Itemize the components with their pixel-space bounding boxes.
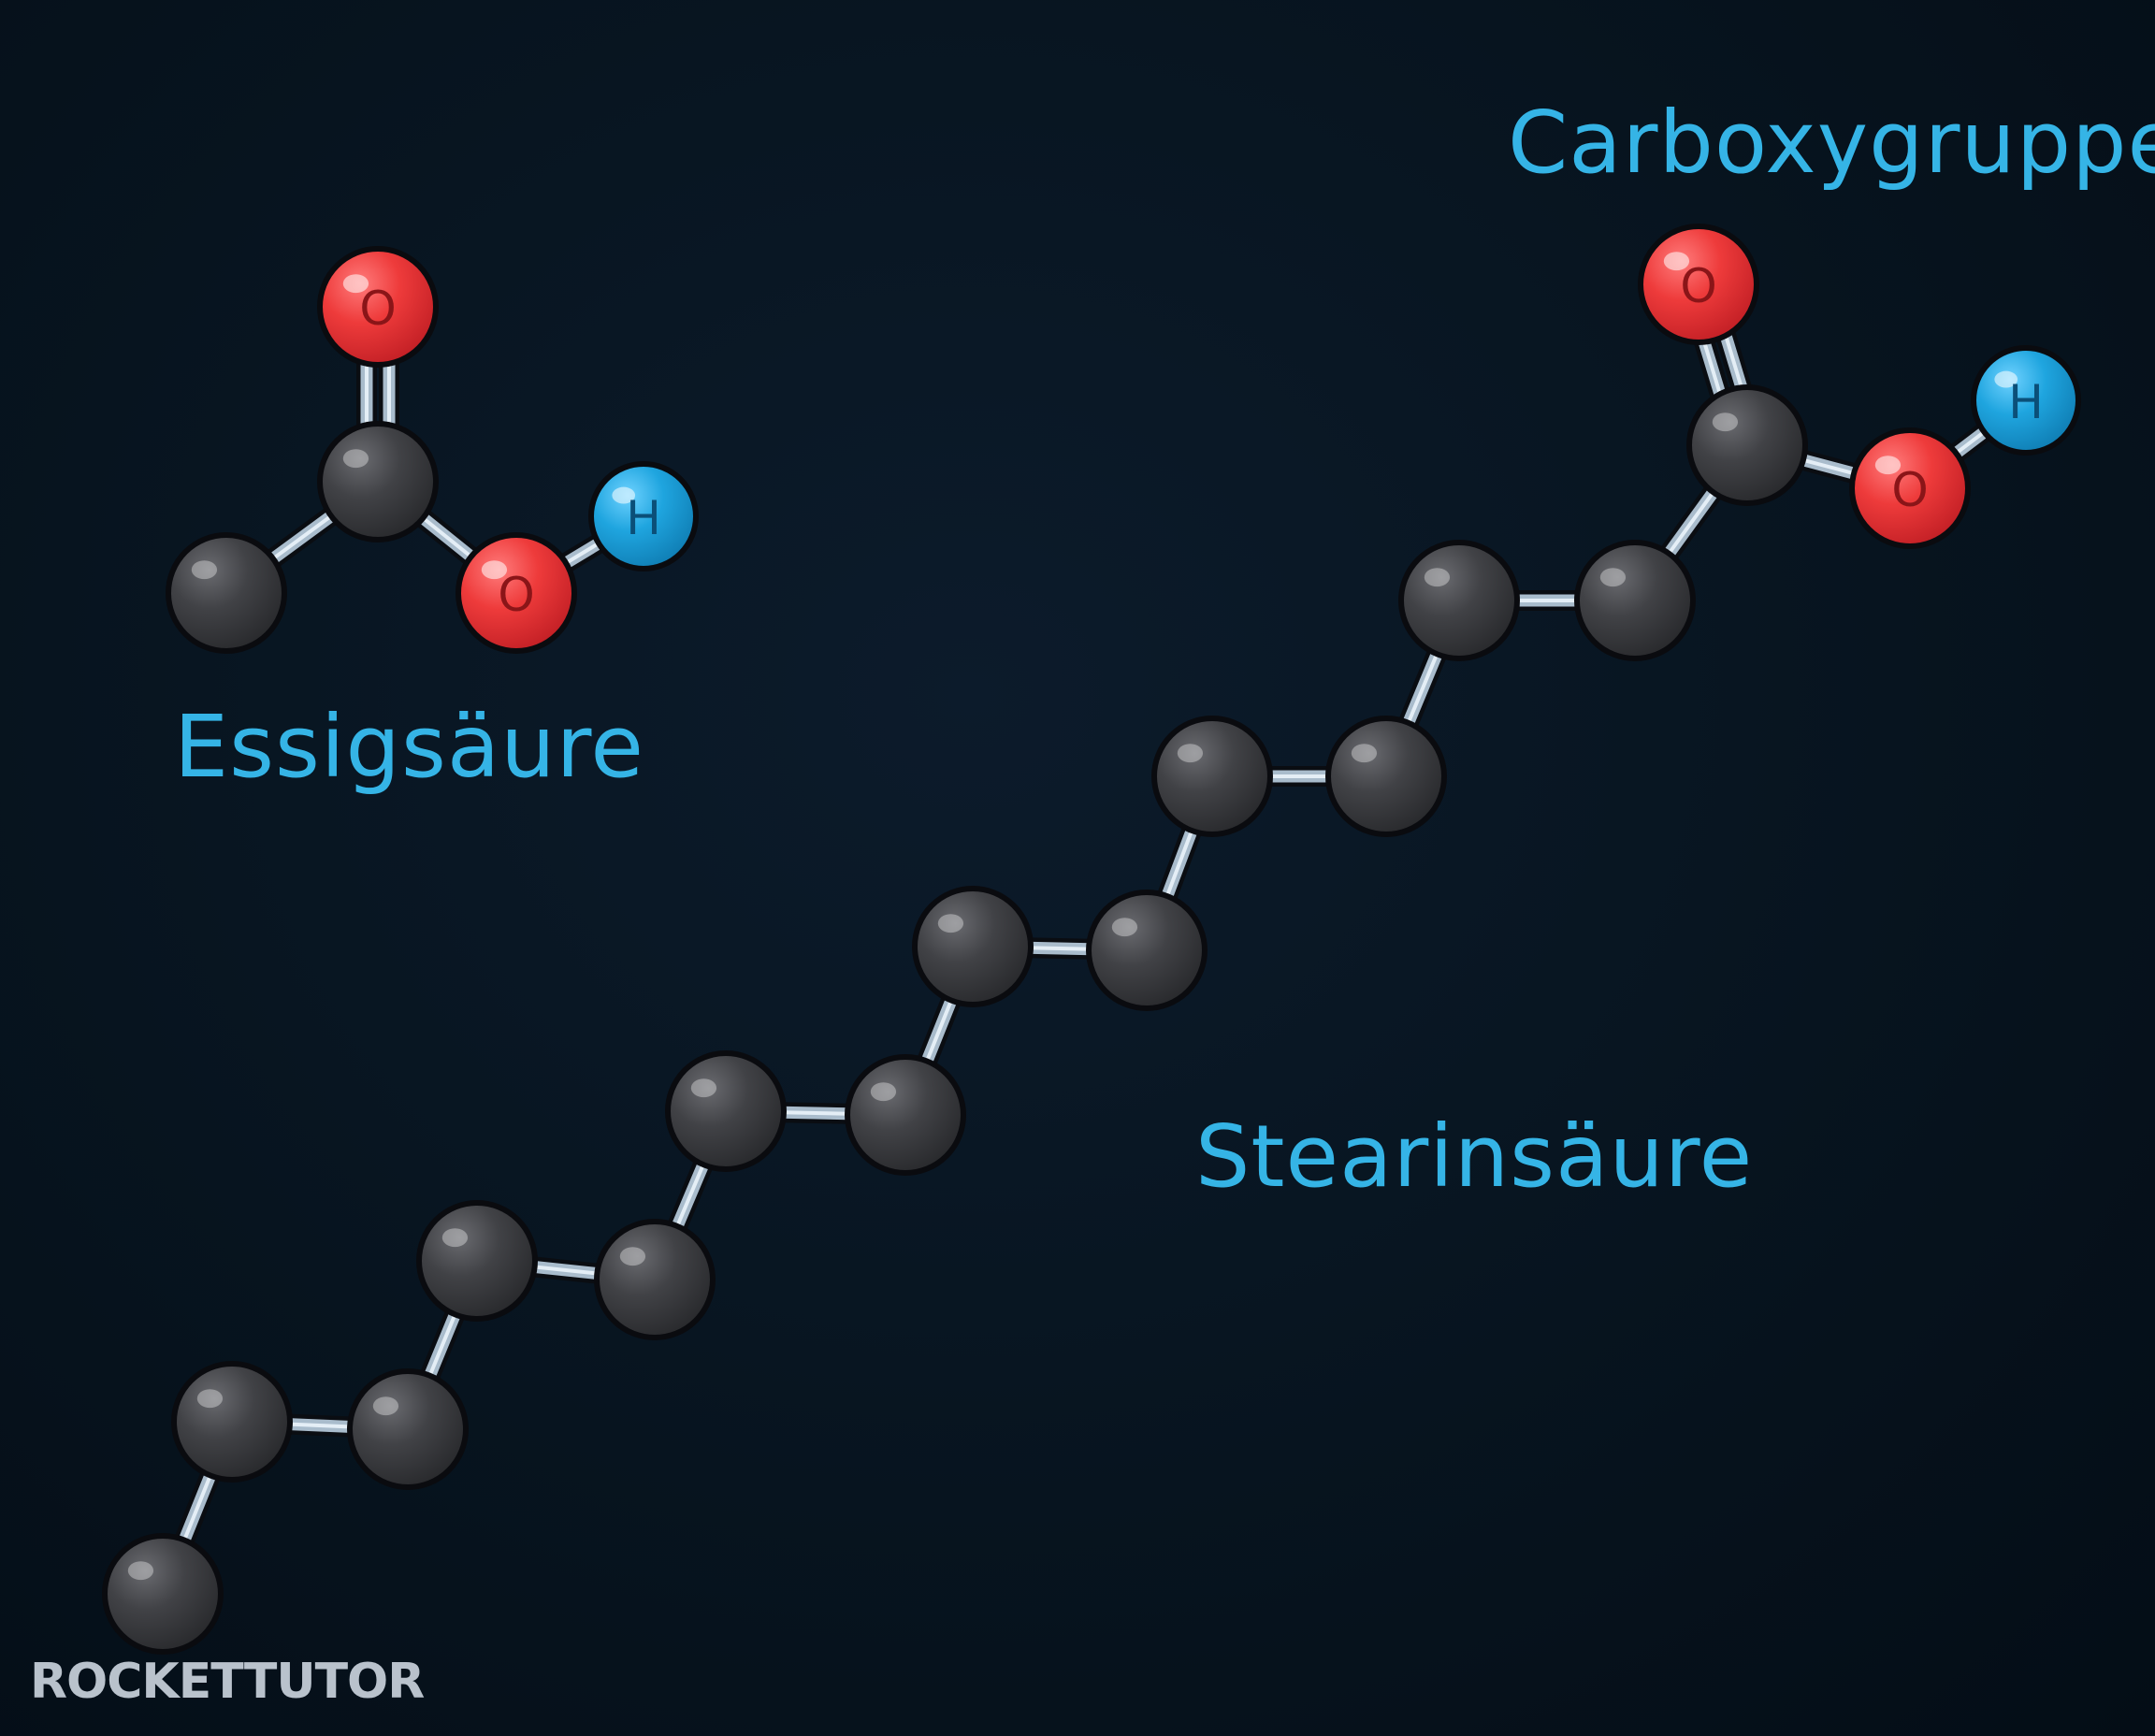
acetic-oxygen-atom: O bbox=[456, 532, 577, 654]
stearic-hydrogen-atom: H bbox=[1971, 345, 2081, 456]
stearic-carbon-atom bbox=[102, 1533, 224, 1655]
stearic-carbon-atom bbox=[1686, 384, 1808, 506]
stearic-carbon-atom bbox=[665, 1050, 787, 1172]
stearic-carbon-atom bbox=[171, 1361, 293, 1483]
acetic-oxygen-atom: O bbox=[317, 246, 439, 368]
acetic-carbon-atom bbox=[317, 421, 439, 542]
oxygen-symbol: O bbox=[1680, 259, 1716, 313]
stearic-carbon-atom bbox=[1398, 540, 1520, 661]
atom-layer: O O H O O H bbox=[102, 224, 2081, 1655]
stearic-carbon-atom bbox=[1325, 716, 1447, 837]
stearic-carbon-atom bbox=[912, 886, 1034, 1007]
carboxyl-group-label: Carboxygruppe bbox=[1508, 93, 2155, 193]
oxygen-symbol: O bbox=[1891, 463, 1928, 517]
logo-text: ROCKETTUTOR bbox=[30, 1654, 425, 1710]
oxygen-symbol: O bbox=[498, 568, 534, 622]
stearic-carbon-atom bbox=[416, 1200, 538, 1322]
stearic-oxygen-atom: O bbox=[1638, 224, 1759, 345]
oxygen-symbol: O bbox=[359, 282, 396, 336]
stearic-carbon-atom bbox=[347, 1368, 469, 1490]
stearic-carbon-atom bbox=[1151, 716, 1273, 837]
stearic-carbon-atom bbox=[1574, 540, 1696, 661]
stearic-carbon-atom bbox=[594, 1219, 716, 1340]
acetic-carbon-atom bbox=[166, 532, 287, 654]
hydrogen-symbol: H bbox=[626, 491, 661, 545]
stearic-acid-label: Stearinsäure bbox=[1195, 1107, 1753, 1207]
acetic-hydrogen-atom: H bbox=[588, 461, 699, 571]
stearic-oxygen-atom: O bbox=[1849, 427, 1971, 549]
acetic-acid-label: Essigsäure bbox=[174, 697, 644, 797]
hydrogen-symbol: H bbox=[2008, 375, 2044, 429]
rockettutor-logo: ROCKETTUTOR bbox=[30, 1654, 425, 1710]
stearic-carbon-atom bbox=[1086, 890, 1208, 1011]
stearic-carbon-atom bbox=[845, 1054, 966, 1176]
